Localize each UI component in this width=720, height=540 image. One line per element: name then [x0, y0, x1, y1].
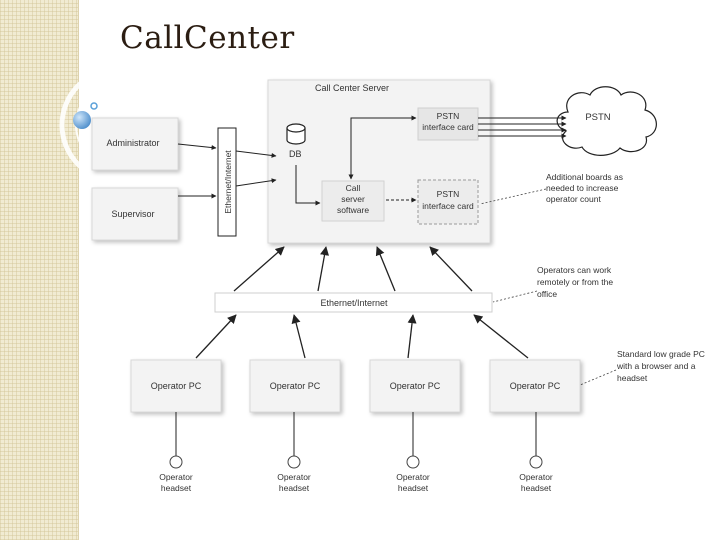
operator-headset-line-2: headset [398, 483, 429, 493]
ethernet-vertical-bar [217, 127, 237, 237]
operator-headset-line-2: headset [521, 483, 552, 493]
operator-headset-line-2: headset [279, 483, 310, 493]
ethernet-horizontal-bar [214, 292, 493, 313]
operator-pc-label: Operator PC [510, 381, 561, 391]
operator-headset-line-1: Operator [159, 472, 193, 482]
call-server-software-box [321, 180, 385, 222]
decorative-blue-dot [90, 102, 98, 110]
pstn-interface-card-2 [417, 179, 479, 225]
supervisor-box [91, 187, 179, 241]
connector-note-remote [492, 290, 538, 303]
headset-icon [406, 455, 420, 469]
pstn-card-2-line-2: interface card [422, 201, 474, 211]
arrow-software-to-pstn-card [348, 115, 417, 180]
operator-pc-label: Operator PC [270, 381, 321, 391]
operator-pc-box [249, 359, 341, 413]
headset-icon [287, 455, 301, 469]
operator-pc-box [369, 359, 461, 413]
arrow-admin-to-network [177, 143, 217, 151]
pstn-interface-card-1 [417, 107, 479, 141]
operator-pc-label: Operator PC [390, 381, 441, 391]
supervisor-label: Supervisor [111, 209, 154, 219]
note-pc-line-3: headset [617, 373, 648, 383]
administrator-label: Administrator [106, 138, 159, 148]
connector-note-boards [479, 188, 547, 205]
call-center-server-label: Call Center Server [315, 83, 389, 93]
software-line-1: Call [346, 183, 361, 193]
headset-icon [529, 455, 543, 469]
operator-headset-line-1: Operator [277, 472, 311, 482]
note-remote-line-3: office [537, 289, 557, 299]
note-remote-line-2: remotely or from the [537, 277, 613, 287]
operator-station-1: Operator PC Operator headset [130, 359, 222, 493]
arrow-network-to-server-1 [235, 150, 277, 158]
administrator-box [91, 117, 179, 171]
pstn-card-1-line-2: interface card [422, 122, 474, 132]
operator-pc-label: Operator PC [151, 381, 202, 391]
pstn-cloud-label: PSTN [585, 112, 610, 123]
operator-station-4: Operator PC Operator headset [489, 359, 581, 493]
operator-headset-line-1: Operator [519, 472, 553, 482]
decorative-blue-ball [73, 111, 91, 129]
arrow-db-to-software [295, 165, 321, 206]
pstn-trunk-arrows [478, 115, 567, 139]
note-boards-line-1: Additional boards as [546, 172, 623, 182]
headset-icon [169, 455, 183, 469]
pstn-cloud [556, 86, 657, 156]
note-boards-line-2: needed to increase [546, 183, 619, 193]
operator-station-2: Operator PC Operator headset [249, 359, 341, 493]
connector-note-pc [579, 369, 617, 386]
operator-pc-box [130, 359, 222, 413]
ethernet-vertical-label: Ethernet/Internet [223, 150, 233, 214]
note-boards-line-3: operator count [546, 194, 601, 204]
pstn-card-2-line-1: PSTN [437, 189, 460, 199]
software-line-2: server [341, 194, 365, 204]
decorative-side-band [0, 0, 79, 540]
slide-title: CallCenter [120, 20, 295, 56]
note-pc-line-1: Standard low grade PC [617, 349, 705, 359]
operator-station-3: Operator PC Operator headset [369, 359, 461, 493]
software-line-3: software [337, 205, 369, 215]
arrows-pcs-to-network [195, 314, 529, 359]
note-pc-line-2: with a browser and a [616, 361, 696, 371]
arrow-network-to-server-2 [235, 178, 277, 187]
arrows-network-to-server [233, 246, 473, 292]
note-remote-line-1: Operators can work [537, 265, 612, 275]
pstn-card-1-line-1: PSTN [437, 111, 460, 121]
db-label: DB [289, 149, 302, 159]
ethernet-horizontal-label: Ethernet/Internet [320, 298, 388, 308]
database-icon [286, 123, 306, 145]
operator-pc-box [489, 359, 581, 413]
operator-headset-line-1: Operator [396, 472, 430, 482]
operator-headset-line-2: headset [161, 483, 192, 493]
